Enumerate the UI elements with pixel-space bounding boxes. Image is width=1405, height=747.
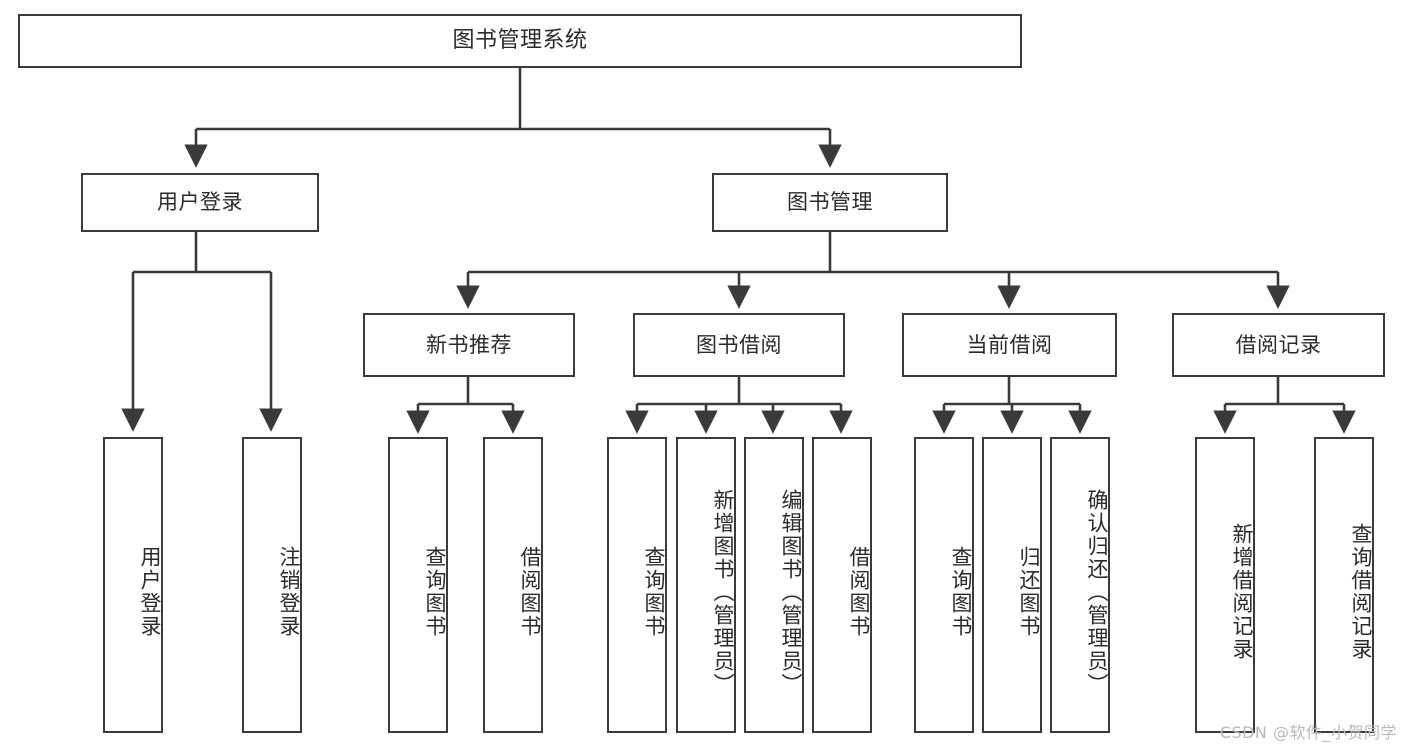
csdn-watermark: CSDN @软件_小贺同学	[1219, 723, 1397, 742]
leaf-borrow-edit-book[interactable]: 编辑图书（管理员）	[744, 437, 804, 733]
leaf-record-add[interactable]: 新增借阅记录	[1195, 437, 1255, 733]
node-label: 图书管理系统	[452, 28, 588, 54]
node-label: 归还图书	[1017, 546, 1041, 638]
leaf-current-query-book[interactable]: 查询图书	[914, 437, 974, 733]
node-borrow-record[interactable]: 借阅记录	[1172, 313, 1385, 377]
node-label: 新书推荐	[426, 332, 512, 357]
node-label: 借阅图书	[847, 546, 871, 638]
leaf-borrow-query-book[interactable]: 查询图书	[607, 437, 667, 733]
node-label: 借阅图书	[518, 546, 542, 638]
node-root-system[interactable]: 图书管理系统	[18, 14, 1022, 68]
node-label: 图书借阅	[696, 332, 782, 357]
node-label: 图书管理	[787, 190, 873, 215]
node-label: 查询图书	[423, 546, 447, 638]
node-label: 用户登录	[157, 190, 243, 215]
leaf-user-login-signout[interactable]: 注销登录	[242, 437, 302, 733]
leaf-borrow-add-book[interactable]: 新增图书（管理员）	[676, 437, 736, 733]
node-label: 借阅记录	[1235, 332, 1322, 357]
node-label: 查询借阅记录	[1349, 523, 1373, 661]
node-book-management[interactable]: 图书管理	[712, 173, 948, 232]
node-label: 查询图书	[642, 546, 666, 638]
node-label: 当前借阅	[966, 332, 1053, 357]
node-new-book-recommend[interactable]: 新书推荐	[363, 313, 575, 377]
leaf-new-book-borrow[interactable]: 借阅图书	[483, 437, 543, 733]
leaf-borrow-borrow-book[interactable]: 借阅图书	[812, 437, 872, 733]
leaf-current-return-book[interactable]: 归还图书	[982, 437, 1042, 733]
node-label: 注销登录	[277, 546, 301, 638]
node-label: 编辑图书（管理员）	[779, 488, 803, 696]
leaf-current-confirm-return[interactable]: 确认归还（管理员）	[1050, 437, 1110, 733]
leaf-new-book-query[interactable]: 查询图书	[388, 437, 448, 733]
node-label: 新增借阅记录	[1230, 523, 1254, 661]
node-label: 新增图书（管理员）	[711, 488, 735, 696]
node-label: 查询图书	[949, 546, 973, 638]
leaf-user-login-signin[interactable]: 用户登录	[103, 437, 163, 733]
node-user-login[interactable]: 用户登录	[81, 173, 319, 232]
node-book-borrow[interactable]: 图书借阅	[633, 313, 845, 377]
node-label: 用户登录	[138, 546, 162, 638]
node-current-borrow[interactable]: 当前借阅	[902, 313, 1117, 377]
leaf-record-query[interactable]: 查询借阅记录	[1314, 437, 1374, 733]
node-label: 确认归还（管理员）	[1085, 488, 1109, 696]
